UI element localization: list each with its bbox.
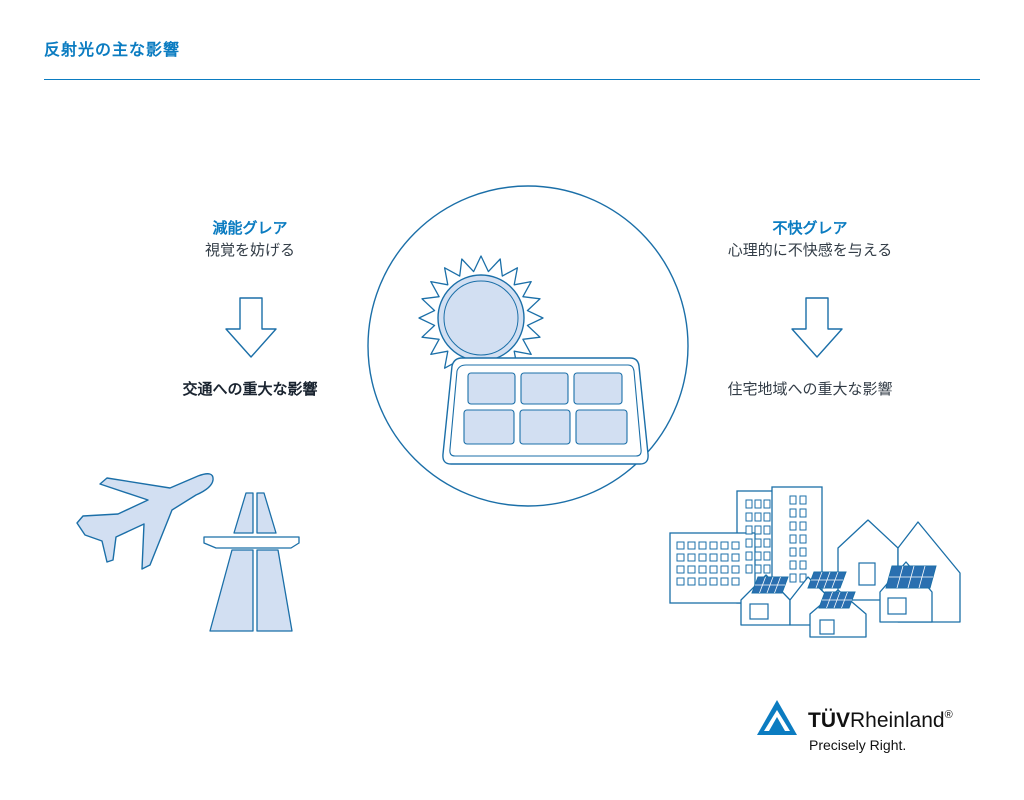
brand-name-regular: Rheinland	[850, 709, 945, 732]
disability-glare-description: 視覚を妨げる	[204, 241, 295, 259]
window-icon	[698, 565, 707, 574]
airplane-and-highway-illustration	[76, 473, 300, 632]
window-icon	[720, 553, 729, 562]
window-icon	[763, 512, 771, 522]
window-icon	[698, 541, 707, 550]
window-icon	[687, 577, 696, 586]
window-icon	[731, 553, 740, 562]
window-icon	[754, 538, 762, 548]
solar-panel-icon	[442, 357, 649, 465]
window-icon	[754, 512, 762, 522]
airplane-icon	[76, 473, 214, 570]
window-icon	[799, 573, 807, 583]
residential-area-illustration	[669, 486, 961, 638]
window-icon	[799, 508, 807, 518]
window-icon	[799, 521, 807, 531]
window-icon	[687, 541, 696, 550]
window-icon	[709, 565, 718, 574]
window-icon	[698, 577, 707, 586]
window-icon	[720, 577, 729, 586]
window-icon	[709, 577, 718, 586]
window-icon	[745, 525, 753, 535]
title-divider	[44, 79, 980, 80]
highway-icon	[203, 492, 300, 632]
disability-glare-heading: 減能グレア	[212, 219, 288, 237]
down-arrow-icon	[225, 297, 277, 358]
window-icon	[754, 499, 762, 509]
traffic-impact-label: 交通への重大な影響	[182, 380, 318, 398]
window-icon	[745, 512, 753, 522]
window-icon	[789, 573, 797, 583]
down-arrow-icon	[791, 297, 843, 358]
window-icon	[789, 560, 797, 570]
window-icon	[754, 564, 762, 574]
window-icon	[676, 577, 685, 586]
window-icon	[731, 577, 740, 586]
window-icon	[745, 538, 753, 548]
window-icon	[754, 551, 762, 561]
window-icon	[720, 565, 729, 574]
window-icon	[754, 525, 762, 535]
window-icon	[745, 499, 753, 509]
residential-impact-label: 住宅地域への重大な影響	[727, 380, 893, 398]
window-icon	[731, 565, 740, 574]
brand-name-bold: TÜV	[808, 709, 850, 732]
discomfort-glare-heading: 不快グレア	[772, 219, 848, 237]
window-icon	[709, 553, 718, 562]
window-icon	[799, 547, 807, 557]
page-title: 反射光の主な影響	[44, 40, 181, 59]
window-icon	[709, 541, 718, 550]
window-icon	[676, 553, 685, 562]
discomfort-glare-description: 心理的に不快感を与える	[727, 241, 893, 259]
window-icon	[745, 564, 753, 574]
window-icon	[799, 495, 807, 505]
rooftop-solar-panel-icon	[818, 591, 856, 609]
window-icon	[763, 551, 771, 561]
tuv-triangle-logo-icon	[757, 700, 797, 735]
window-icon	[789, 495, 797, 505]
window-icon	[789, 534, 797, 544]
discomfort-glare-block: 不快グレア 心理的に不快感を与える	[680, 218, 940, 260]
rooftop-solar-panel-icon	[751, 576, 789, 594]
window-icon	[789, 547, 797, 557]
registered-mark: ®	[944, 709, 953, 721]
rooftop-solar-panel-icon	[885, 565, 937, 589]
window-icon	[745, 551, 753, 561]
window-icon	[799, 560, 807, 570]
window-icon	[720, 541, 729, 550]
window-icon	[698, 553, 707, 562]
window-icon	[687, 565, 696, 574]
window-icon	[789, 521, 797, 531]
brand-tagline: Precisely Right.	[809, 737, 907, 753]
disability-glare-block: 減能グレア 視覚を妨げる	[150, 218, 350, 260]
sun-and-solar-panel-illustration	[367, 185, 689, 507]
window-icon	[731, 541, 740, 550]
window-icon	[763, 499, 771, 509]
window-icon	[687, 553, 696, 562]
brand-name: TÜVRheinland®	[808, 709, 953, 733]
window-icon	[676, 541, 685, 550]
window-icon	[789, 508, 797, 518]
window-icon	[676, 565, 685, 574]
window-icon	[763, 564, 771, 574]
rooftop-solar-panel-icon	[807, 571, 847, 589]
window-icon	[799, 534, 807, 544]
window-icon	[763, 538, 771, 548]
window-icon	[763, 525, 771, 535]
